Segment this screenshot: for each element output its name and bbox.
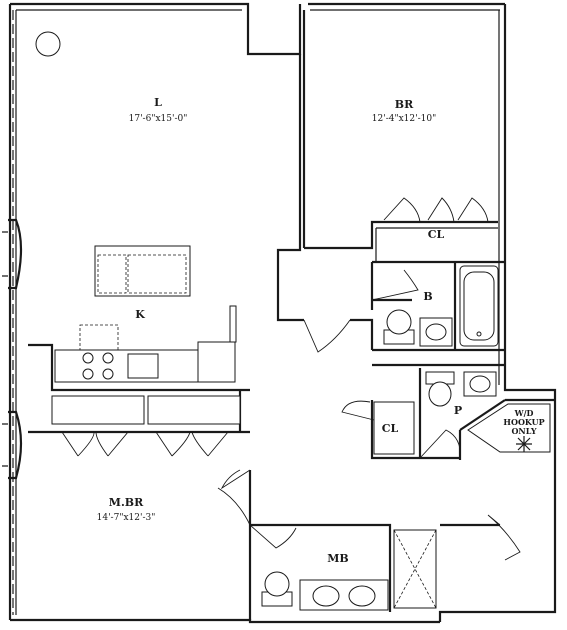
pantry-door [419,429,461,459]
smoke-detector-icon [35,31,61,57]
shower-icon [393,529,437,609]
mbr-entry-door [220,469,251,490]
br-closet-doors [383,197,489,223]
sink-icon [348,585,376,607]
bath-fixtures [383,265,499,347]
room-dims-master-bedroom: 14'-7"x12'-3" [97,513,156,523]
laundry-label-line2: HOOKUP [503,417,544,427]
entry-door [487,514,521,561]
bathtub-drain-icon [476,331,482,337]
room-name-pantry: P [454,404,462,417]
room-name-kitchen: K [135,308,145,321]
kitchen-sink-icon [127,353,159,379]
mbr-closets [51,395,241,457]
br-entry-door [303,319,351,353]
kitchen-counter [54,305,237,383]
refrigerator-icon [197,341,236,383]
wd-closet [467,403,551,453]
room-dims-bedroom: 12'-4"x12'-10" [372,114,436,124]
mb-fixtures [249,524,437,611]
stove-burner-icon [102,352,114,364]
laundry-label-line1: W/D [514,408,534,418]
room-name-master-bedroom: M.BR [109,496,144,509]
hall-closet [373,401,415,455]
room-name-closet-hall: CL [382,422,399,435]
room-name-bath: B [423,290,432,303]
bath-door [371,269,419,301]
stove-burner-icon [102,368,114,380]
room-name-closet-br: CL [428,228,445,241]
window-bay-lower [2,410,23,480]
room-name-bedroom: BR [395,98,414,111]
room-dims-living: 17'-6"x15'-0" [129,114,188,124]
laundry-label-line3: ONLY [511,426,536,436]
exterior-walls [8,2,557,624]
interior-walls [28,10,555,620]
kitchen-island [94,245,191,297]
stove-burner-icon [82,368,94,380]
stove-burner-icon [82,352,94,364]
sink-icon [312,585,340,607]
pantry-fixtures [425,371,497,407]
hookup-asterisk-icon [516,436,532,452]
window-bay-upper [2,218,23,290]
room-name-master-bath: MB [327,552,348,565]
column [246,4,302,56]
room-name-living: L [154,96,162,109]
